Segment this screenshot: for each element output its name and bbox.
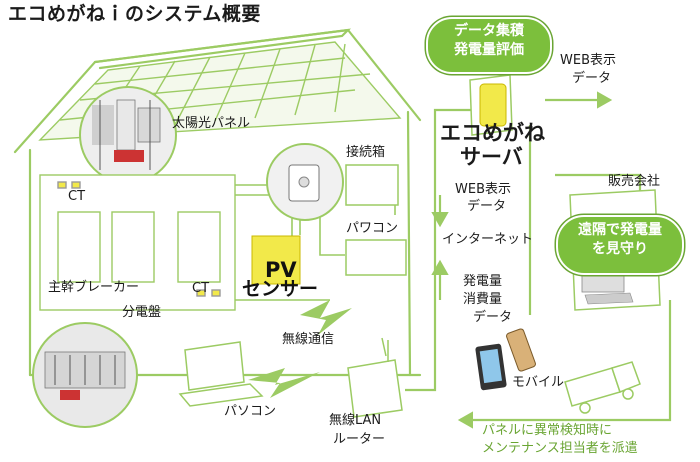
mobile-phone-icon [475,328,536,391]
label-server-line2: サーバ [460,145,523,169]
server-icon [469,74,513,136]
label-router: ルーター [333,432,386,447]
bubble-sales-line1: 遠隔で発電量 [578,222,662,238]
junction-box-photo [266,143,344,221]
label-distribution-board: 分電盤 [122,305,162,320]
wireless-signal [248,300,352,398]
label-power-conditioner: パワコン [346,221,399,236]
distribution-board-photo [32,322,138,428]
bubble-sales: 遠隔で発電量 を見守り [556,215,684,275]
label-web-display-mid-1: WEB表示 [455,182,511,197]
bubble-sales-line2: を見守り [592,240,648,257]
page-title: エコめがねｉのシステム概要 [8,3,261,25]
bubble-server: データ集積 発電量評価 [426,17,552,74]
label-ct-top: CT [68,189,86,204]
label-sensor: センサー [242,278,319,300]
label-server-line1: エコめがね [440,121,545,145]
pv-sensor-device [251,235,301,285]
label-main-breaker: 主幹ブレーカー [48,280,140,295]
label-mobile: モバイル [512,375,565,390]
label-pc: パソコン [224,404,277,419]
router-icon [347,337,403,418]
label-gen-data-2: 消費量 [463,292,503,307]
label-gen-data-1: 発電量 [463,274,503,289]
label-ct-bottom: CT [192,281,210,296]
label-gen-data-3: データ [473,310,513,325]
equipment-boxes [345,164,407,276]
label-internet: インターネット [442,232,534,247]
label-web-display-top-2: データ [572,71,612,86]
label-dispatch-2: メンテナンス担当者を派遣 [482,441,638,456]
bubble-server-line2: 発電量評価 [454,41,524,58]
label-dispatch-1: パネルに異常検知時に [482,423,613,438]
pc-icon [178,341,264,407]
bubble-server-line1: データ集積 [454,23,524,39]
label-solar-panel: 太陽光パネル [172,116,251,131]
label-junction-box: 接続箱 [346,145,386,160]
label-wireless-lan: 無線LAN [329,413,382,428]
breaker-photo [79,86,177,184]
distribution-board-sketch [39,174,236,311]
label-wireless-comm: 無線通信 [282,332,335,347]
label-sales-company: 販売会社 [608,174,661,189]
label-web-display-mid-2: データ [467,199,507,214]
label-pv: PV [265,258,297,282]
label-web-display-top-1: WEB表示 [560,53,616,68]
truck-icon [564,361,641,414]
